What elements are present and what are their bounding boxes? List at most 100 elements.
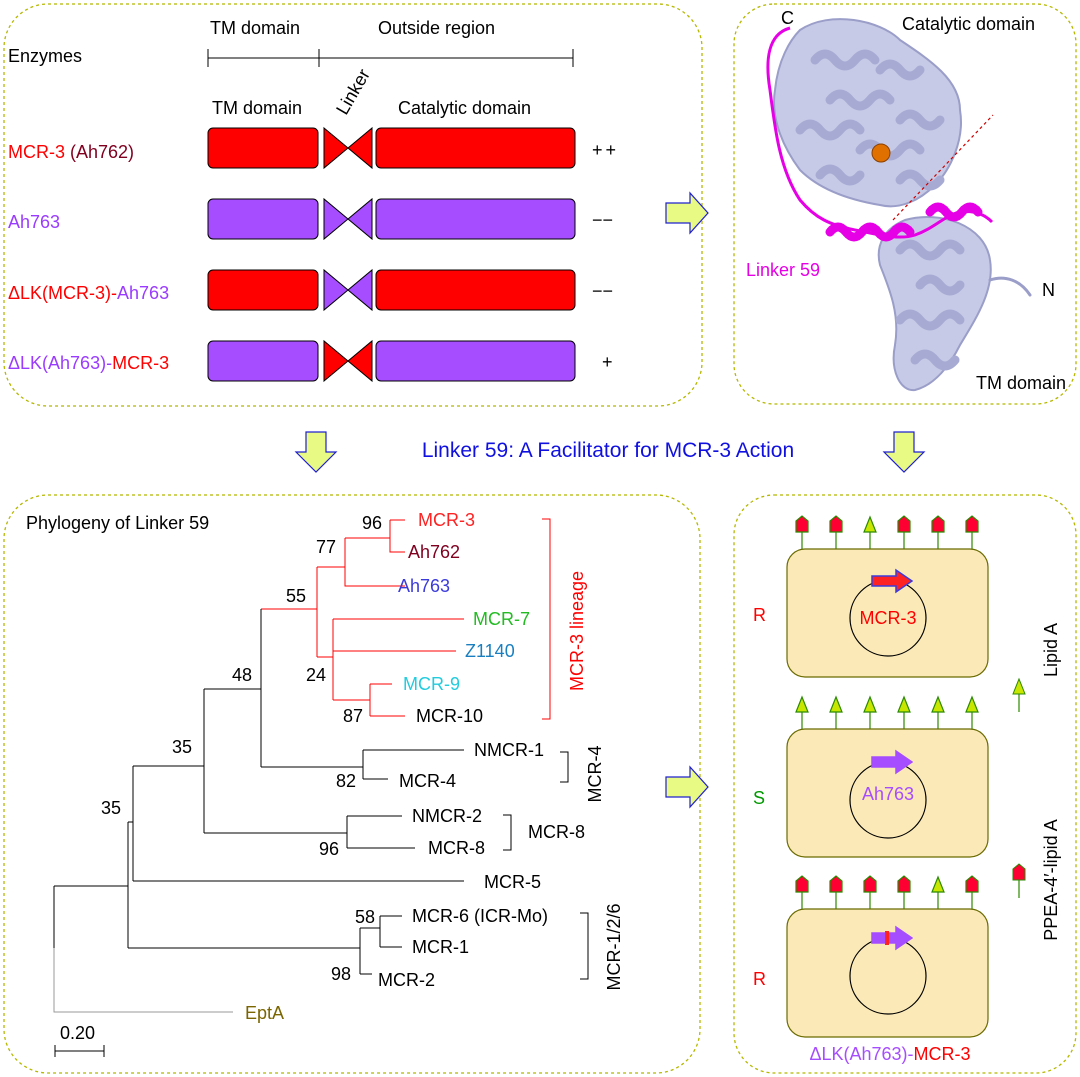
activity-label: + — [602, 352, 613, 372]
group-label-mcr-3-lineage: MCR-3 lineage — [567, 571, 587, 691]
outside-region-label: Outside region — [378, 18, 495, 38]
construct-part-a: ΔLK(Ah763)- — [809, 1044, 913, 1064]
leaf-mcr-5: MCR-5 — [484, 872, 541, 892]
enzyme-row-4: ΔLK(Ah763)-MCR-3 + — [8, 339, 613, 383]
bracket-mcr-126 — [580, 912, 589, 980]
ppea-lipid-a-icon — [897, 875, 911, 893]
ppea-lipid-a-icon — [897, 515, 911, 533]
activity-label: ++ — [592, 140, 619, 160]
scale-bar-label: 0.20 — [60, 1023, 95, 1043]
leaf-mcr-1: MCR-1 — [412, 937, 469, 957]
group-label-mcr-126: MCR-1/2/6 — [604, 903, 624, 990]
linker-helix — [825, 202, 983, 242]
panel-a-border — [3, 3, 703, 407]
catalytic-domain-box — [375, 269, 576, 311]
enzyme-name-part-b: MCR-3 — [112, 353, 169, 373]
right-arrow-icon — [665, 191, 709, 235]
bracket-mcr-8 — [503, 814, 512, 851]
ppea-lipid-a-icon — [965, 875, 979, 893]
bootstrap-value: 77 — [316, 537, 336, 557]
legend-ppea-label: PPEA-4′-lipid A — [1041, 819, 1061, 940]
leaf-mcr-7: MCR-7 — [473, 609, 530, 629]
cell-3-construct-label: ΔLK(Ah763)-MCR-3 — [809, 1044, 970, 1064]
panel-d-border — [733, 494, 1077, 1074]
n-terminus-label: N — [1042, 280, 1055, 300]
right-arrow-icon — [665, 765, 709, 809]
leaf-mcr-2: MCR-2 — [378, 970, 435, 990]
enzyme-row-1: MCR-3 (Ah762) ++ — [8, 126, 619, 170]
phylogeny-title: Phylogeny of Linker 59 — [26, 513, 209, 533]
lipid-a-icon — [897, 695, 911, 713]
cell-1: MCR-3 R — [753, 515, 989, 678]
ppea-lipid-a-icon — [863, 875, 877, 893]
leaf-mcr-8: MCR-8 — [428, 838, 485, 858]
leaf-ah763: Ah763 — [398, 576, 450, 596]
ppea-lipid-a-icon — [795, 515, 809, 533]
linker-left-triangle — [323, 339, 349, 383]
leaf-nmcr-2: NMCR-2 — [412, 806, 482, 826]
tm-domain-box — [207, 198, 319, 240]
ppea-lipid-a-icon — [829, 875, 843, 893]
ppea-lipid-a-icon — [965, 515, 979, 533]
activity-label: −− — [592, 281, 613, 301]
bootstrap-value: 58 — [355, 907, 375, 927]
ppea-lipid-a-icon — [795, 875, 809, 893]
tm-domain-box — [207, 127, 319, 169]
leaf-mcr-9: MCR-9 — [403, 674, 460, 694]
group-label-mcr-4: MCR-4 — [585, 746, 605, 803]
lipid-row — [795, 875, 979, 909]
ppea-lipid-a-icon — [1012, 863, 1026, 881]
tm-domain-label: TM domain — [976, 373, 1066, 393]
phenotype-label: S — [753, 788, 765, 808]
linker-marker — [885, 931, 889, 945]
enzyme-name: Ah763 — [8, 212, 60, 232]
lipid-a-icon — [795, 695, 809, 713]
cell-gene-label: Ah763 — [862, 784, 914, 804]
cell-2: Ah763 S — [753, 695, 989, 858]
region-scale-bar — [207, 49, 574, 67]
linker-left-triangle — [323, 197, 349, 241]
linker-left-triangle — [323, 268, 349, 312]
linker-right-triangle — [347, 197, 373, 241]
leaf-labels: MCR-3 Ah762 Ah763 MCR-7 Z1140 MCR-9 MCR-… — [245, 510, 548, 1023]
leaf-mcr-6: MCR-6 (ICR-Mo) — [412, 906, 548, 926]
panel-cells: MCR-3 R Ah763 S — [733, 494, 1077, 1074]
phenotype-label: R — [753, 605, 766, 625]
enzyme-name: MCR-3 (Ah762) — [8, 142, 134, 162]
lipid-a-icon — [829, 695, 843, 713]
bootstrap-value: 87 — [343, 706, 363, 726]
leaf-z1140: Z1140 — [465, 641, 515, 661]
enzyme-name: ΔLK(MCR-3)-Ah763 — [8, 283, 169, 303]
gene-arrow-icon — [871, 568, 914, 594]
bootstrap-value: 35 — [172, 737, 192, 757]
enzymes-label: Enzymes — [8, 46, 82, 66]
enzyme-row-2: Ah763 −− — [8, 197, 613, 241]
enzyme-name: ΔLK(Ah763)-MCR-3 — [8, 353, 169, 373]
legend-ppea: PPEA-4′-lipid A — [1012, 819, 1061, 941]
lipid-a-icon — [863, 695, 877, 713]
bootstrap-value: 35 — [101, 798, 121, 818]
leaf-nmcr-1: NMCR-1 — [474, 740, 544, 760]
bootstrap-value: 98 — [331, 964, 351, 984]
bracket-mcr-4 — [560, 751, 569, 783]
linker-right-triangle — [347, 339, 373, 383]
leaf-mcr-3: MCR-3 — [418, 510, 475, 530]
tm-domain-box — [207, 269, 319, 311]
group-label-mcr-8: MCR-8 — [528, 822, 585, 842]
linker-right-triangle — [347, 268, 373, 312]
down-arrow-icon — [294, 431, 338, 473]
linker-right-triangle — [347, 126, 373, 170]
catalytic-domain-box — [375, 340, 576, 382]
catalytic-domain-box — [375, 198, 576, 240]
lipid-a-icon — [931, 695, 945, 713]
lipid-a-icon — [931, 875, 945, 893]
linker-label: Linker — [332, 66, 374, 118]
enzyme-name-part-a: ΔLK(Ah763)- — [8, 353, 112, 373]
enzyme-name-part-a: MCR-3 — [8, 142, 65, 162]
protein-structure-image — [773, 18, 1032, 392]
lipid-a-icon — [965, 695, 979, 713]
gene-arrow-icon — [871, 749, 914, 775]
bracket-mcr-3-lineage — [542, 518, 551, 720]
panel-phylogeny: Phylogeny of Linker 59 — [3, 494, 701, 1074]
